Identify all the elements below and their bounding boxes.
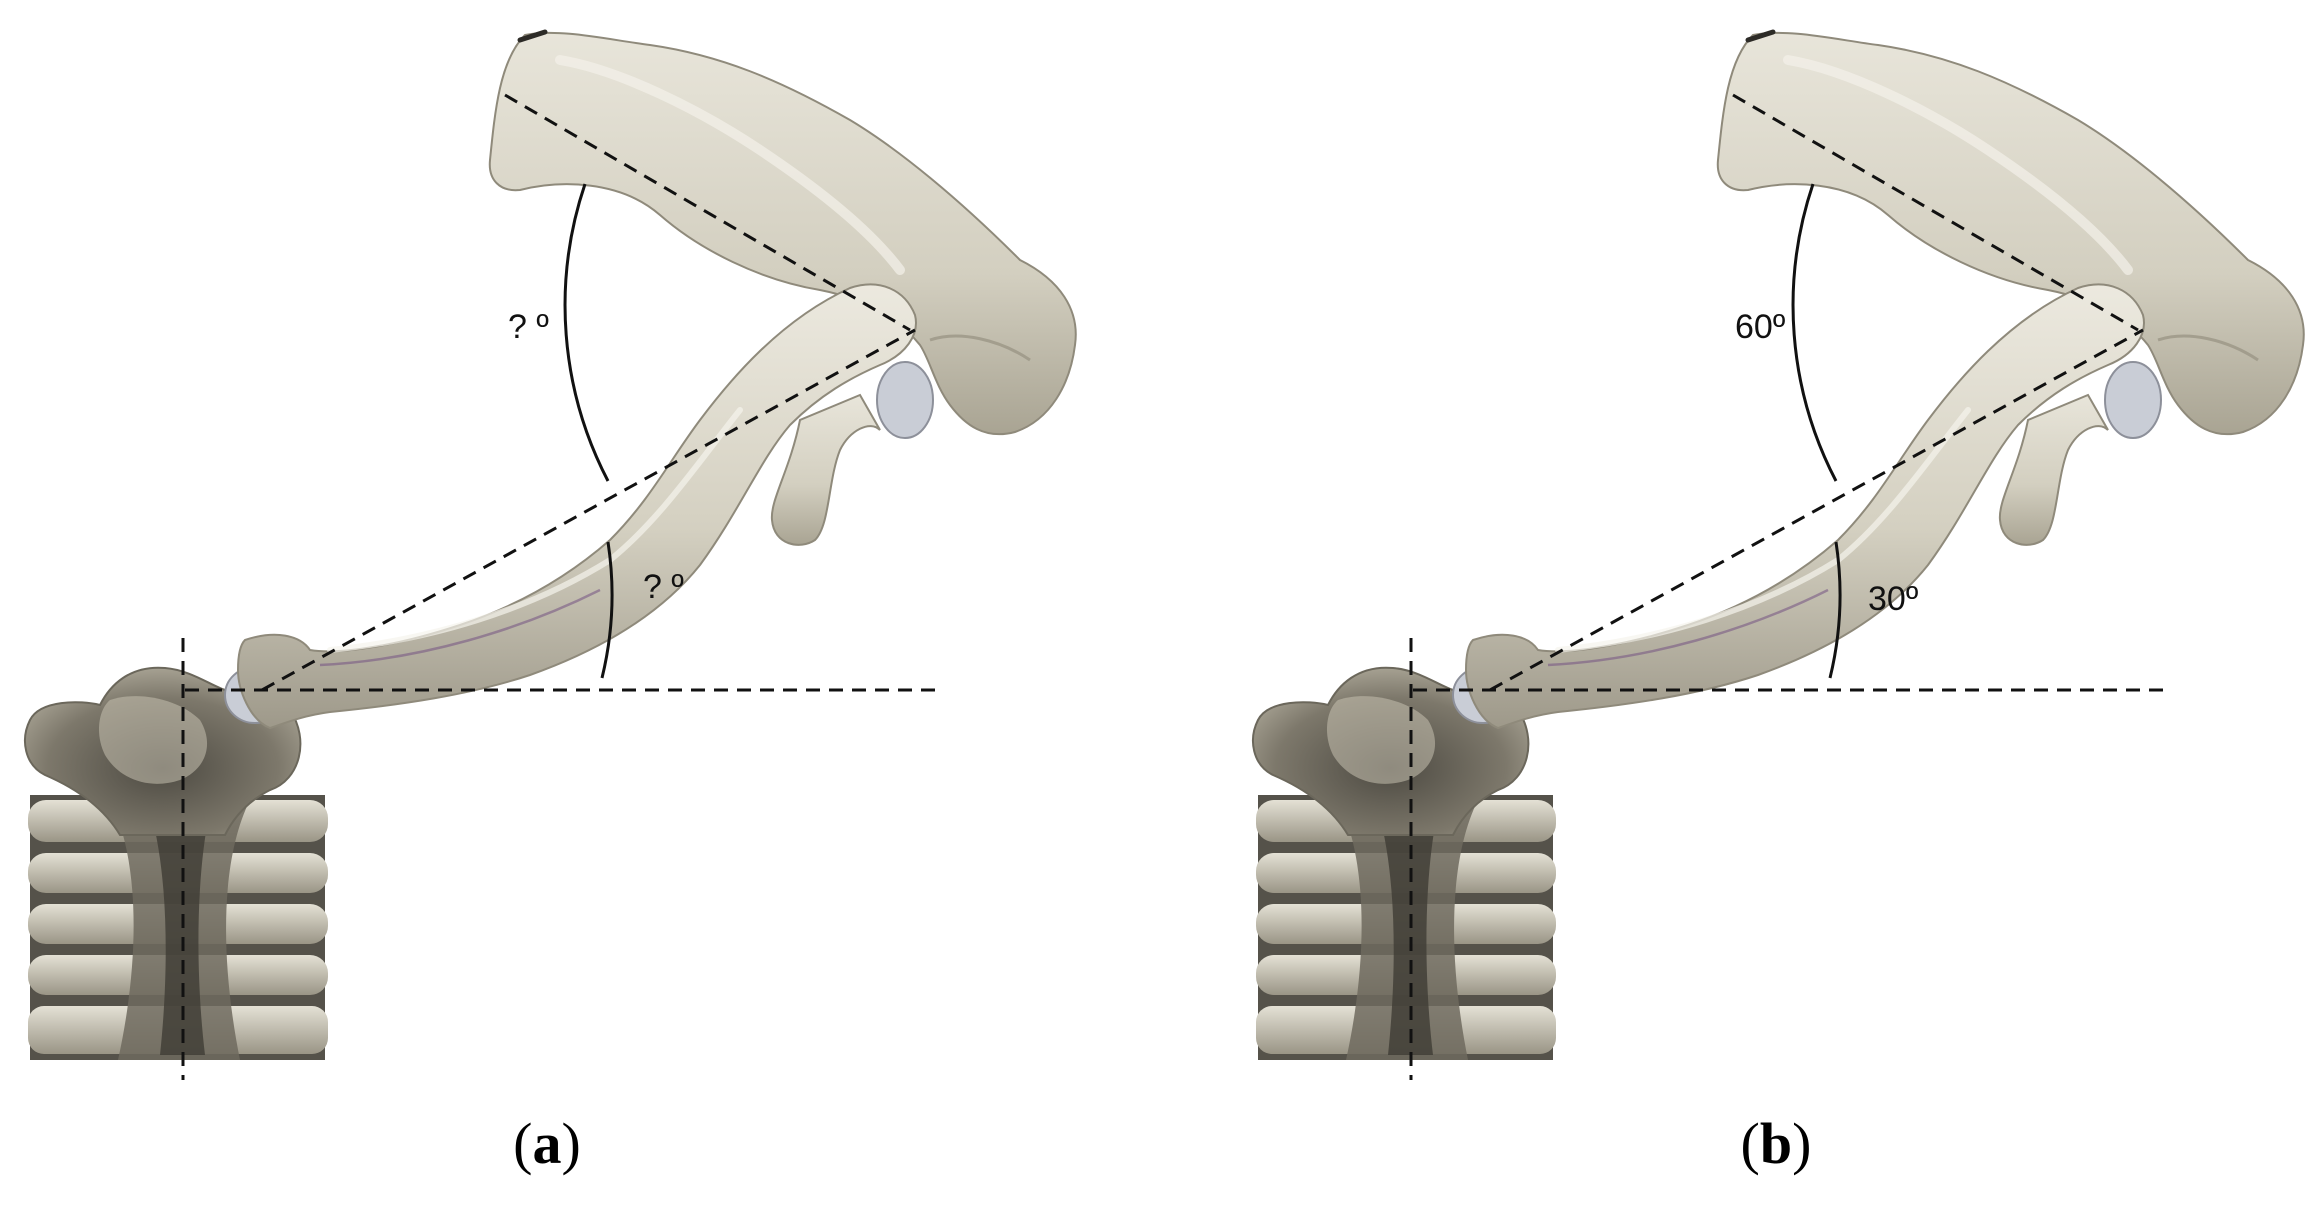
caption-b: (b) [1741, 1111, 1812, 1176]
upper-angle-label-a: ? º [508, 308, 549, 346]
panel-a: ? º ? º (a) [25, 32, 1076, 1176]
upper-angle-label-b: 60º [1735, 308, 1785, 346]
angle-arcs-b [1791, 183, 1842, 679]
caption-letter-a: a [533, 1111, 562, 1176]
reference-lines-a [181, 93, 940, 1080]
caption-a: (a) [513, 1111, 581, 1176]
angle-arcs-a [563, 183, 614, 679]
panel-b: 60º 30º (b) [1253, 32, 2304, 1176]
reference-lines-b [1409, 93, 2168, 1080]
caption-letter-b: b [1760, 1111, 1792, 1176]
lower-angle-label-a: ? º [643, 568, 684, 606]
lower-angle-label-b: 30º [1868, 580, 1918, 618]
